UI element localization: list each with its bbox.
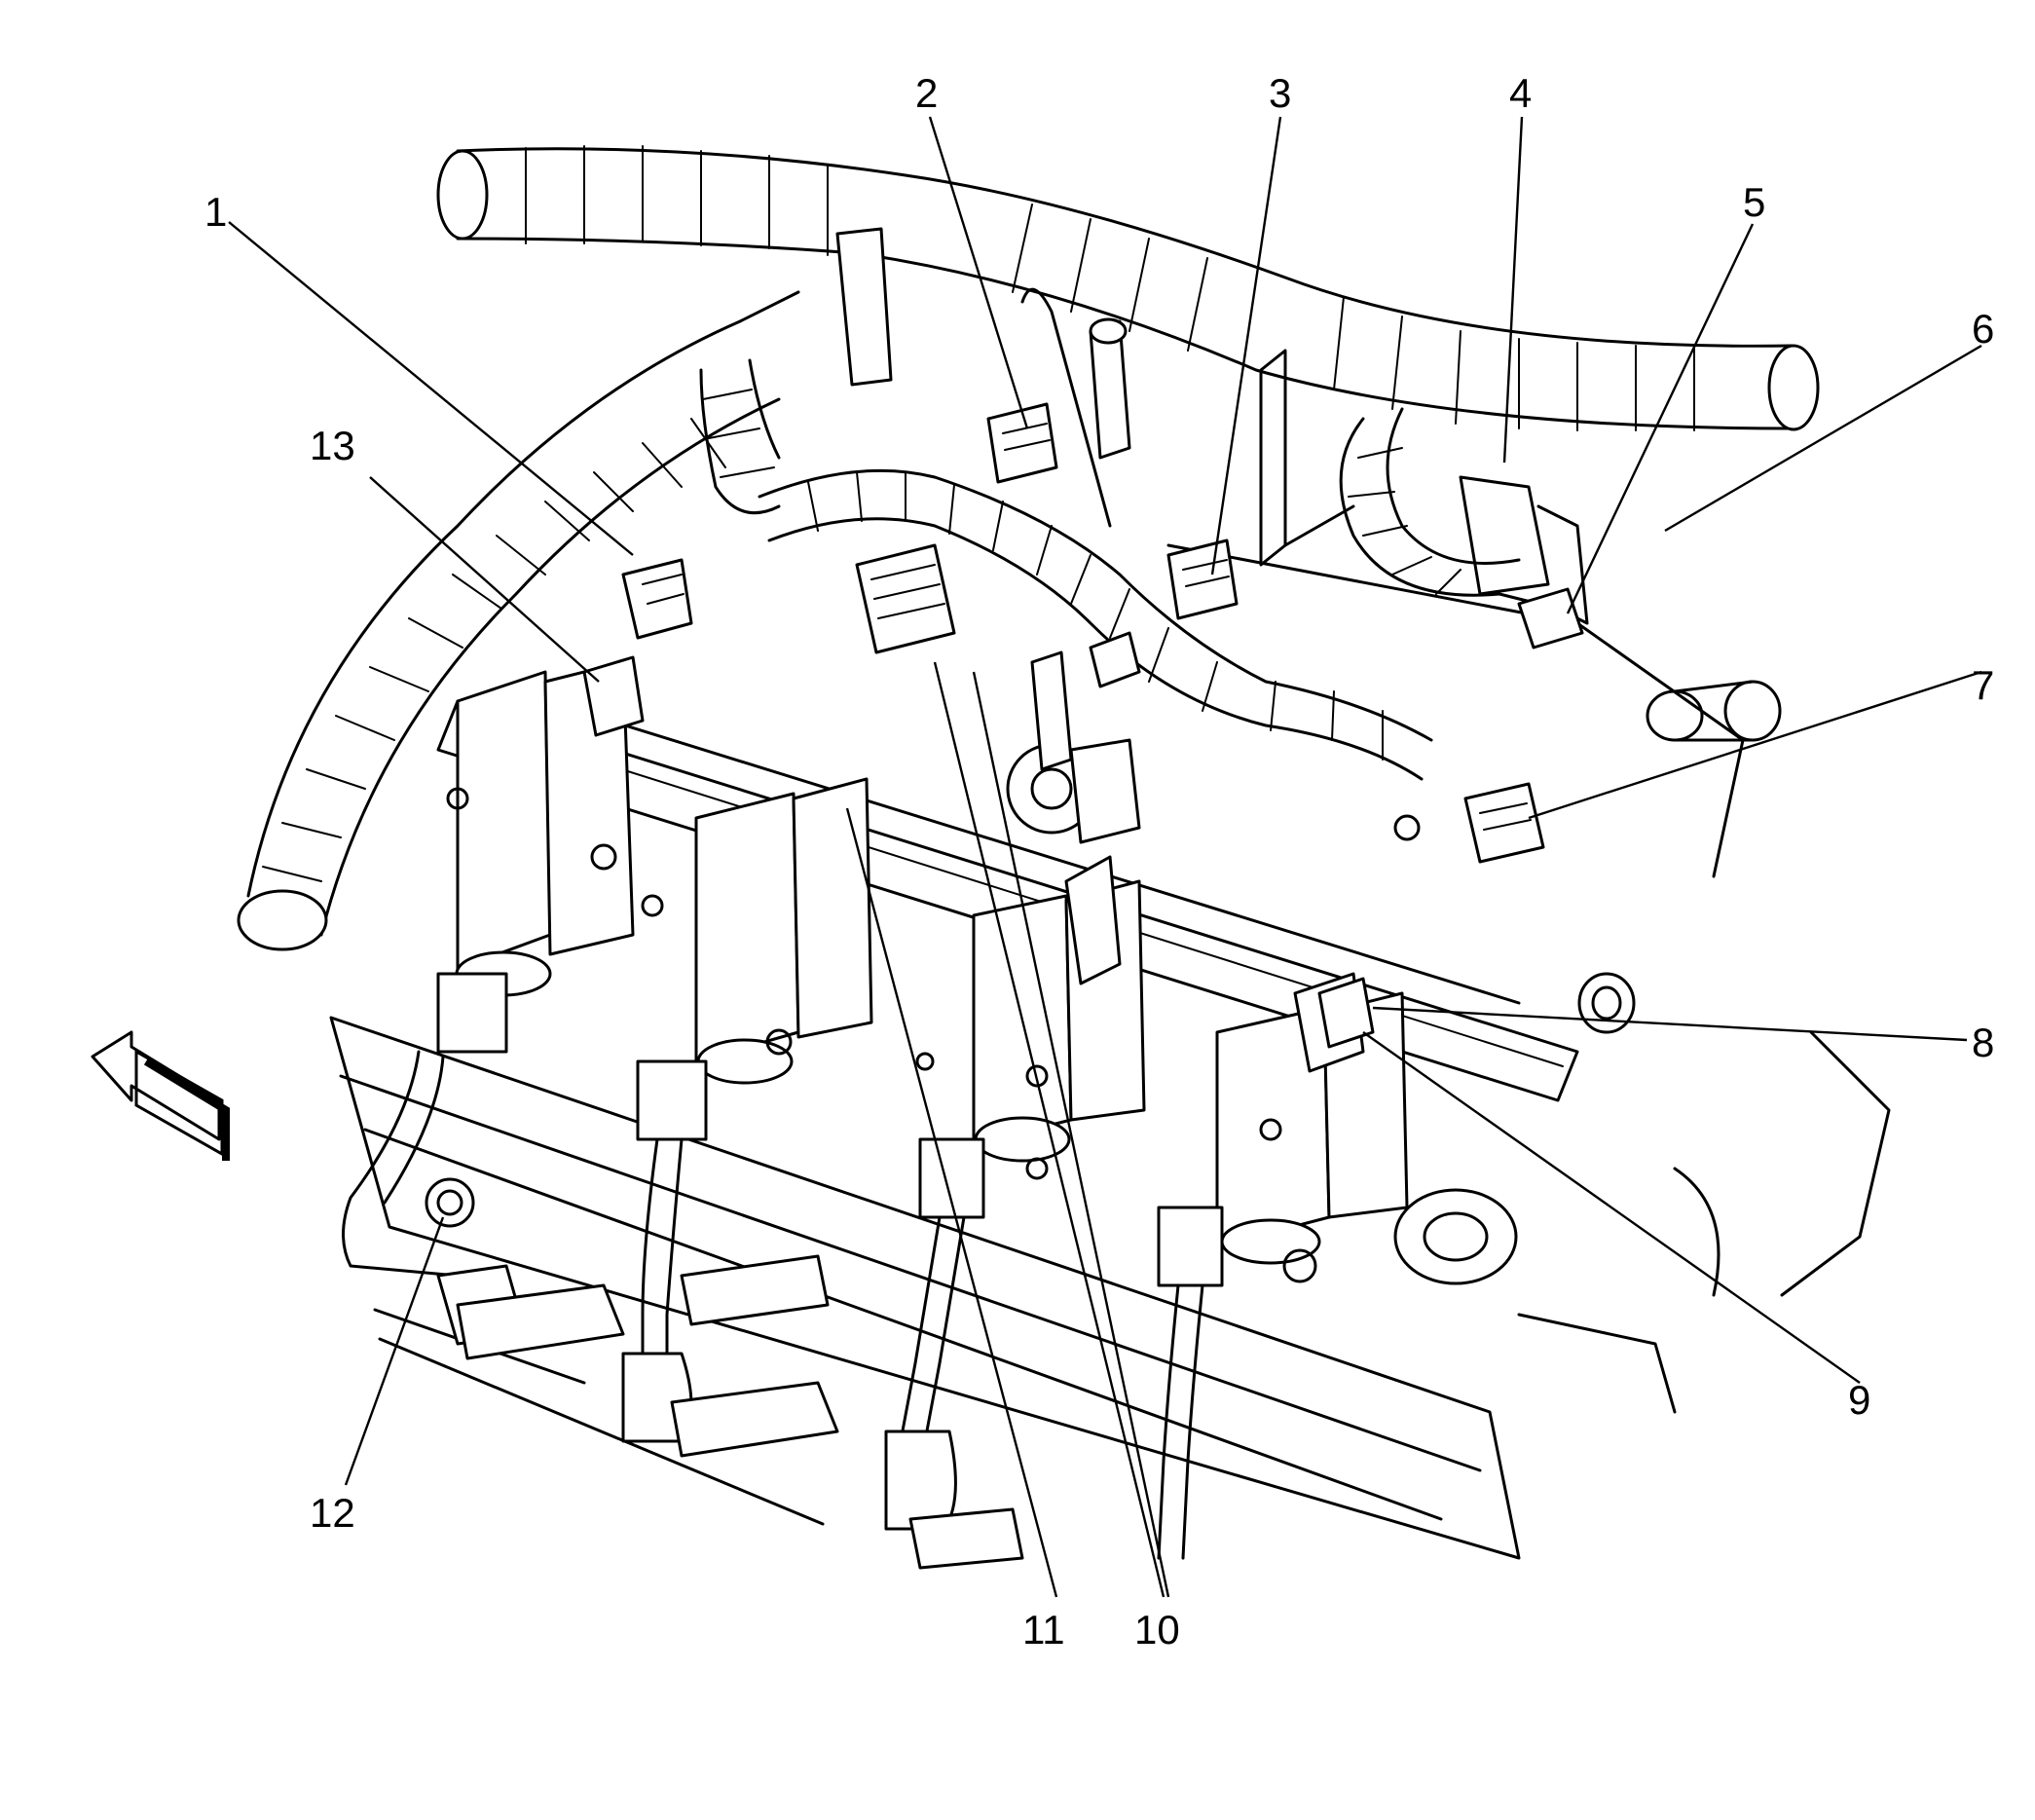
connectors [582,402,1584,1049]
callout-6: 6 [1972,306,1994,352]
callout-1: 1 [204,189,227,235]
callout-5: 5 [1743,179,1765,225]
connector-7 [1463,782,1545,864]
callout-11: 11 [1022,1607,1065,1653]
arrow-icon [91,1030,230,1161]
callout-labels: 1 2 3 4 5 6 7 8 9 10 11 12 13 [204,70,1994,1653]
spark-plug-wires [342,1050,1204,1570]
connector-8 [1317,977,1375,1049]
callout-7: 7 [1972,662,1994,708]
connector-5 [1517,587,1584,650]
callout-2: 2 [915,70,938,116]
ignition-coil-2 [636,777,873,1141]
callout-3: 3 [1269,70,1291,116]
callout-12: 12 [310,1490,355,1536]
callout-13: 13 [310,423,355,468]
callout-4: 4 [1509,70,1532,116]
ignition-coil-1 [436,660,635,1054]
sensor-12 [425,1177,475,1228]
ignition-coils [436,660,1409,1287]
multi-pin-connector [855,543,956,654]
callout-8: 8 [1972,1020,1994,1065]
leader-lines [228,116,1982,1598]
connector-3 [1166,539,1239,620]
callout-10: 10 [1134,1607,1180,1653]
connector-13 [582,655,645,737]
connector-1 [621,558,693,640]
wiring-harness-main [237,145,1820,951]
connector-2 [986,402,1058,484]
callout-9: 9 [1848,1377,1870,1423]
sensors [425,317,1636,1285]
